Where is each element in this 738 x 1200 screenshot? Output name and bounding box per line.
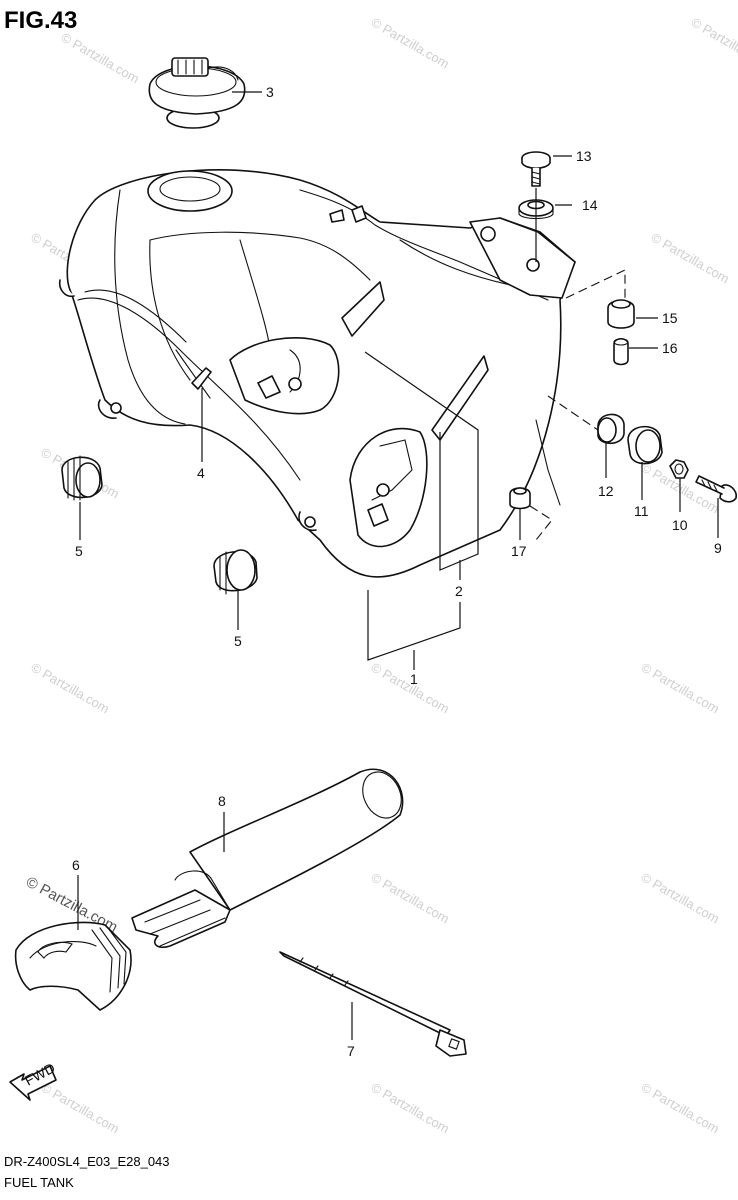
diagram-name: FUEL TANK bbox=[4, 1175, 74, 1190]
callout-7: 7 bbox=[347, 1043, 355, 1059]
callout-9: 9 bbox=[714, 540, 722, 556]
callout-8: 8 bbox=[218, 793, 226, 809]
watermark: © Partzilla.com bbox=[369, 1080, 452, 1137]
watermark: © Partzilla.com bbox=[39, 1080, 122, 1137]
callouts: 3 13 14 15 16 12 11 10 9 17 4 5 5 2 1 8 … bbox=[72, 84, 722, 1059]
part-3-fuel-cap bbox=[148, 57, 246, 129]
callout-5-lower: 5 bbox=[234, 633, 242, 649]
callout-14: 14 bbox=[582, 197, 598, 213]
watermark: © Partzilla.com bbox=[369, 660, 452, 717]
part-6-damper bbox=[14, 921, 132, 1011]
callout-5: 5 bbox=[75, 543, 83, 559]
callout-6: 6 bbox=[72, 857, 80, 873]
part-13-bolt bbox=[521, 151, 551, 187]
part-5-cushion-lower bbox=[213, 549, 258, 595]
part-16-collar bbox=[613, 337, 629, 366]
leader-lines bbox=[77, 91, 719, 1040]
diagram-code: DR-Z400SL4_E03_E28_043 bbox=[4, 1154, 170, 1169]
callout-12: 12 bbox=[598, 483, 614, 499]
watermark: © Partzilla.com bbox=[639, 1080, 722, 1137]
callout-2: 2 bbox=[455, 583, 463, 599]
watermark: © Partzilla.com bbox=[639, 870, 722, 927]
part-7-cable-tie bbox=[279, 951, 467, 1057]
part-11-cushion bbox=[627, 425, 663, 465]
callout-10: 10 bbox=[672, 517, 688, 533]
watermark: © Partzilla.com bbox=[639, 660, 722, 717]
callout-11: 11 bbox=[634, 503, 649, 519]
figure-title: FIG.43 bbox=[4, 7, 77, 34]
part-4-strip bbox=[191, 367, 212, 390]
part-17-cushion bbox=[509, 487, 531, 510]
watermark: © Partzilla.com bbox=[649, 230, 732, 287]
watermark: © Partzilla.com bbox=[369, 870, 452, 927]
part-9-bolt bbox=[695, 475, 738, 503]
part-1-fuel-tank bbox=[58, 169, 576, 578]
watermark: © Partzilla.com bbox=[59, 30, 142, 87]
part-12-cushion bbox=[597, 413, 625, 445]
part-15-cushion bbox=[607, 299, 635, 329]
callout-15: 15 bbox=[662, 310, 678, 326]
callout-4: 4 bbox=[197, 465, 205, 481]
watermark: © Partzilla.com bbox=[369, 15, 452, 72]
watermark: © Partzilla.com bbox=[689, 15, 738, 72]
watermark: © Partzilla.com bbox=[29, 660, 112, 717]
callout-17: 17 bbox=[511, 543, 527, 559]
part-8-heat-shield bbox=[131, 768, 404, 949]
callout-16: 16 bbox=[662, 340, 678, 356]
part-10-nut bbox=[669, 459, 689, 479]
part-5-cushion bbox=[61, 455, 103, 501]
callout-3: 3 bbox=[266, 84, 274, 100]
callout-13: 13 bbox=[576, 148, 592, 164]
callout-1: 1 bbox=[410, 671, 418, 687]
